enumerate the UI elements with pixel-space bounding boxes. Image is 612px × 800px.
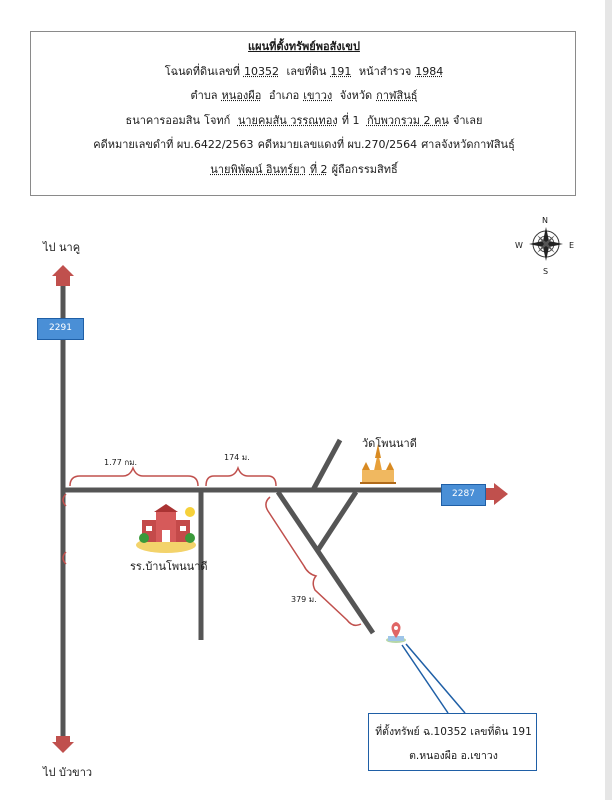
location-line: ตำบลหนองผือ อำเภอเขาวง จังหวัดกาฬสินธุ์ [190, 89, 418, 102]
label-dist-3: 379 ม. [291, 595, 317, 604]
school-icon [136, 504, 196, 553]
road-to-property [275, 490, 376, 635]
callout-line-b [405, 643, 466, 714]
compass-w: W [515, 241, 523, 250]
arrow-north-icon [52, 265, 74, 286]
compass-s: S [543, 267, 549, 276]
bracket-dist-3 [265, 496, 362, 627]
property-marker-icon [386, 622, 406, 643]
callout-line-1: ที่ตั้งทรัพย์ ฉ.10352 เลขที่ดิน 191 [375, 726, 532, 738]
road-connector [315, 490, 359, 552]
map-title: แผนที่ตั้งทรัพย์พอสังเขป [248, 40, 360, 53]
property-callout: ที่ตั้งทรัพย์ ฉ.10352 เลขที่ดิน 191 ต.หน… [368, 713, 537, 771]
label-to-south: ไป บัวขาว [43, 766, 93, 779]
road-sign-2287: 2287 [441, 484, 486, 506]
road-sign-2291: 2291 [37, 318, 84, 340]
callout-line-a [401, 644, 449, 714]
parties-line: ธนาคารออมสินโจทก์ นายคมสัน วรรณทองที่ 1 … [125, 114, 483, 127]
temple-icon [360, 444, 396, 484]
bracket-dist-1 [69, 465, 199, 487]
header-box: แผนที่ตั้งทรัพย์พอสังเขป โฉนดที่ดินเลขที… [30, 31, 576, 196]
side-road-temple [310, 438, 343, 492]
label-school: รร.บ้านโพนนาดี [130, 560, 208, 573]
bracket-dist-2 [205, 465, 277, 487]
compass-rose-icon [529, 227, 563, 261]
label-to-north: ไป นาคู [43, 241, 81, 254]
tick-mark-1 [62, 493, 67, 507]
label-temple: วัดโพนนาดี [362, 437, 417, 450]
label-dist-2: 174 ม. [224, 453, 250, 462]
compass-e: E [569, 241, 575, 250]
page-edge [605, 0, 612, 800]
arrow-south-icon [52, 736, 74, 753]
callout-line-2: ต.หนองผือ อ.เขาวง [409, 750, 498, 762]
label-dist-1: 1.77 กม. [104, 458, 138, 467]
arrow-east-icon [486, 483, 508, 505]
compass-n: N [542, 216, 548, 225]
tick-mark-2 [62, 551, 67, 565]
